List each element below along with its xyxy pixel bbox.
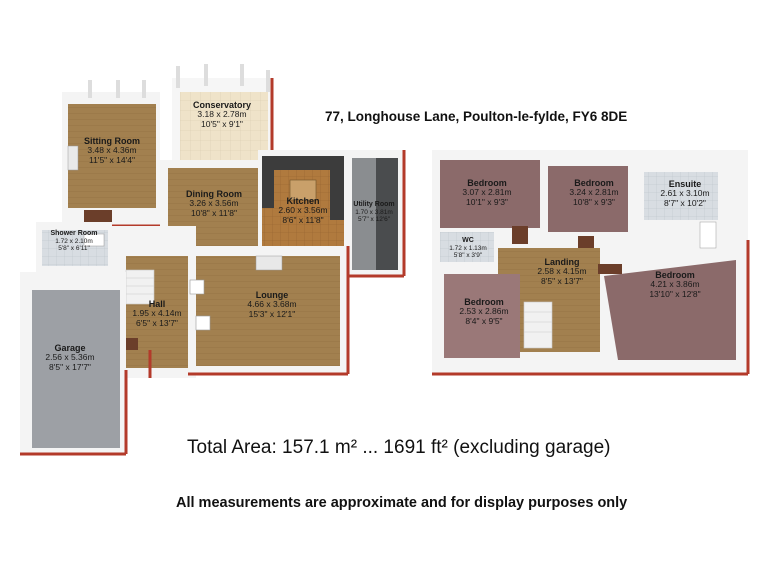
- room-metric: 1.70 x 3.81m: [355, 208, 393, 216]
- room-metric: 2.61 x 3.10m: [660, 188, 710, 199]
- lounge-area: [188, 246, 350, 376]
- room-metric: 3.48 x 4.36m: [87, 145, 137, 156]
- room-metric: 1.95 x 4.14m: [132, 308, 182, 319]
- property-address: 77, Longhouse Lane, Poulton-le-fylde, FY…: [325, 109, 628, 124]
- utility-room-area: [346, 150, 406, 278]
- room-name: Bedroom: [574, 178, 614, 188]
- room-name: Hall: [148, 299, 166, 309]
- shower-room-area: [36, 222, 112, 272]
- ensuite-area: [644, 172, 718, 220]
- room-imperial: 10'8" x 11'8": [191, 207, 237, 218]
- room-metric: 2.56 x 5.36m: [45, 352, 95, 363]
- room-name: Landing: [544, 257, 580, 267]
- room-label-ensuite: Ensuite 2.61 x 3.10m 8'7" x 10'2": [660, 179, 709, 208]
- disclaimer: All measurements are approximate and for…: [176, 495, 628, 511]
- room-metric: 3.26 x 3.56m: [189, 198, 239, 209]
- room-label-dining-room: Dining Room 3.26 x 3.56m 10'8" x 11'8": [186, 189, 242, 218]
- bedroom-4-area: [604, 260, 736, 360]
- room-metric: 4.66 x 3.68m: [247, 299, 297, 310]
- room-name: Bedroom: [655, 270, 695, 280]
- room-label-sitting-room: Sitting Room 3.48 x 4.36m 11'5" x 14'4": [84, 136, 140, 165]
- room-label-bedroom-4: Bedroom 4.21 x 3.86m 13'10" x 12'8": [649, 270, 700, 299]
- room-label-garage: Garage 2.56 x 5.36m 8'5" x 17'7": [45, 343, 94, 372]
- room-metric: 3.18 x 2.78m: [197, 109, 247, 120]
- total-area: Total Area: 157.1 m² ... 1691 ft² (exclu…: [187, 437, 611, 458]
- room-name: Sitting Room: [84, 136, 140, 146]
- room-metric: 4.21 x 3.86m: [650, 279, 700, 290]
- room-imperial: 5'8" x 3'9": [453, 252, 483, 260]
- room-imperial: 5'7" x 12'6": [357, 216, 391, 224]
- room-name: Utility Room: [353, 201, 395, 208]
- room-imperial: 13'10" x 12'8": [649, 288, 701, 299]
- hall-area: [108, 226, 196, 378]
- room-name: Ensuite: [668, 179, 702, 189]
- room-name: Bedroom: [464, 297, 504, 307]
- room-name: Garage: [54, 343, 86, 353]
- room-metric: 1.72 x 1.13m: [449, 244, 487, 252]
- room-imperial: 8'4" x 9'5": [465, 315, 503, 326]
- garage-area: [20, 272, 128, 456]
- room-imperial: 15'3" x 12'1": [248, 308, 296, 319]
- first-floor-plan: [432, 150, 750, 376]
- room-label-bedroom-3: Bedroom 2.53 x 2.86m 8'4" x 9'5": [459, 297, 508, 326]
- room-imperial: 10'5" x 9'1": [201, 118, 243, 129]
- kitchen-area: [258, 150, 348, 266]
- room-label-landing: Landing 2.58 x 4.15m 8'5" x 13'7": [537, 257, 586, 286]
- room-label-lounge: Lounge 4.66 x 3.68m 15'3" x 12'1": [247, 290, 296, 319]
- room-label-utility-room: Utility Room 1.70 x 3.81m 5'7" x 12'6": [353, 201, 394, 223]
- room-name: Conservatory: [192, 100, 252, 110]
- room-label-wc: WC 1.72 x 1.13m 5'8" x 3'9": [449, 237, 487, 259]
- room-imperial: 6'5" x 13'7": [136, 317, 178, 328]
- room-imperial: 10'8" x 9'3": [573, 196, 615, 207]
- room-label-bedroom-1: Bedroom 3.07 x 2.81m 10'1" x 9'3": [462, 178, 511, 207]
- bedroom-1-area: [440, 160, 540, 228]
- wc-area: [440, 232, 494, 262]
- room-imperial: 8'7" x 10'2": [664, 197, 706, 208]
- room-metric: 2.53 x 2.86m: [459, 306, 509, 317]
- room-imperial: 8'6" x 11'8": [282, 214, 324, 225]
- room-name: Bedroom: [467, 178, 507, 188]
- landing-area: [498, 248, 600, 352]
- room-metric: 2.60 x 3.56m: [278, 205, 328, 216]
- ground-floor-plan: [20, 64, 406, 456]
- room-metric: 3.07 x 2.81m: [462, 187, 512, 198]
- room-imperial: 5'8" x 6'11": [58, 245, 90, 253]
- room-name: Shower Room: [50, 230, 98, 237]
- room-label-conservatory: Conservatory 3.18 x 2.78m 10'5" x 9'1": [193, 100, 251, 129]
- room-label-hall: Hall 1.95 x 4.14m 6'5" x 13'7": [132, 299, 181, 328]
- room-imperial: 8'5" x 17'7": [49, 361, 91, 372]
- bedroom-2-area: [548, 166, 628, 232]
- room-metric: 1.72 x 2.10m: [55, 237, 93, 245]
- room-imperial: 8'5" x 13'7": [541, 275, 583, 286]
- room-name: Dining Room: [186, 189, 242, 199]
- room-label-shower-room: Shower Room 1.72 x 2.10m 5'8" x 6'11": [50, 230, 97, 252]
- bedroom-3-area: [444, 274, 520, 358]
- room-name: Lounge: [255, 290, 289, 300]
- room-imperial: 10'1" x 9'3": [466, 196, 508, 207]
- room-imperial: 11'5" x 14'4": [89, 154, 135, 165]
- room-metric: 3.24 x 2.81m: [569, 187, 619, 198]
- room-metric: 2.58 x 4.15m: [537, 266, 587, 277]
- room-name: WC: [462, 237, 474, 244]
- room-label-bedroom-2: Bedroom 3.24 x 2.81m 10'8" x 9'3": [569, 178, 618, 207]
- room-label-kitchen: Kitchen 2.60 x 3.56m 8'6" x 11'8": [278, 196, 327, 225]
- room-name: Kitchen: [286, 196, 320, 206]
- conservatory-area: [172, 64, 274, 168]
